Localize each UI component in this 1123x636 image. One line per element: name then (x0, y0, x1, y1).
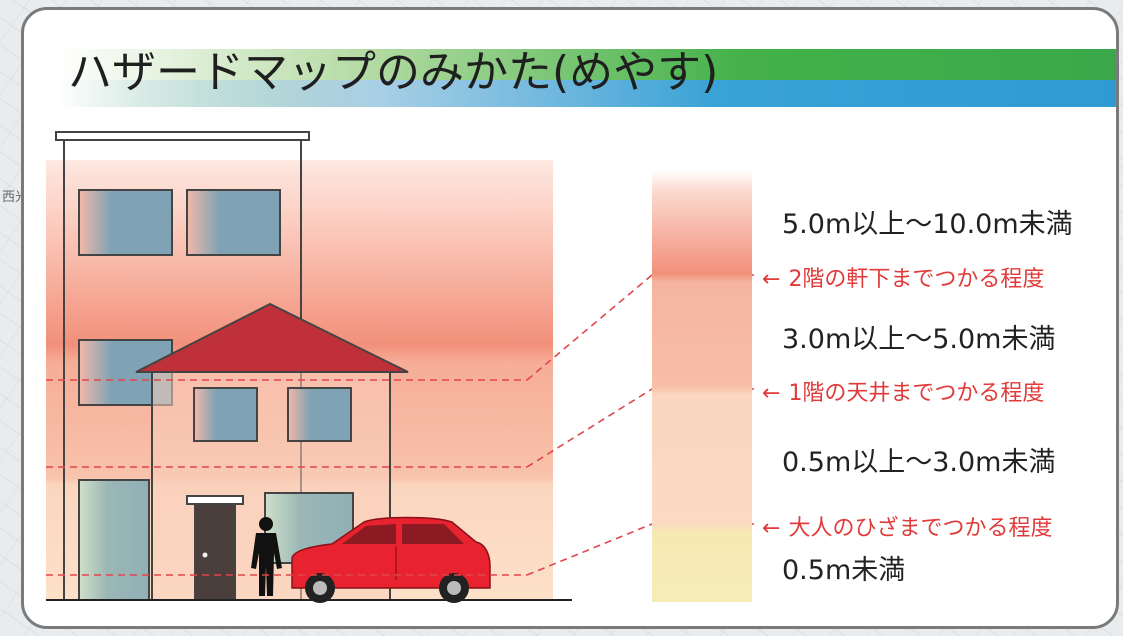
window (78, 189, 173, 256)
window (186, 189, 281, 256)
annotation-second-floor-eaves: ←2階の軒下までつかる程度 (762, 267, 1045, 292)
arrow-left-icon: ← (762, 516, 781, 541)
person-figure (251, 517, 282, 596)
legend-label-under-0.5m: 0.5m未満 (782, 555, 906, 586)
front-door (194, 503, 236, 601)
house-roof (135, 302, 409, 373)
arrow-left-icon: ← (762, 267, 781, 292)
title-band-blue (57, 80, 1116, 107)
arrow-left-icon: ← (762, 381, 781, 406)
annotation-adult-knee: ←大人のひざまでつかる程度 (762, 516, 1053, 541)
hazard-map-guide-panel: ハザードマップのみかた(めやす) (21, 7, 1119, 629)
window (193, 387, 258, 442)
legend-label-0.5-3m: 0.5m以上〜3.0m未満 (782, 447, 1056, 478)
legend-depth-bar (652, 170, 752, 602)
legend-label-3-5m: 3.0m以上〜5.0m未満 (782, 324, 1056, 355)
red-car (291, 516, 491, 603)
page-title: ハザードマップのみかた(めやす) (68, 47, 719, 98)
window (287, 387, 352, 442)
flood-depth-illustration (46, 131, 754, 603)
legend-label-5-10m: 5.0m以上〜10.0m未満 (782, 209, 1073, 240)
window (78, 479, 150, 601)
annotation-first-floor-ceiling: ←1階の天井までつかる程度 (762, 381, 1045, 406)
